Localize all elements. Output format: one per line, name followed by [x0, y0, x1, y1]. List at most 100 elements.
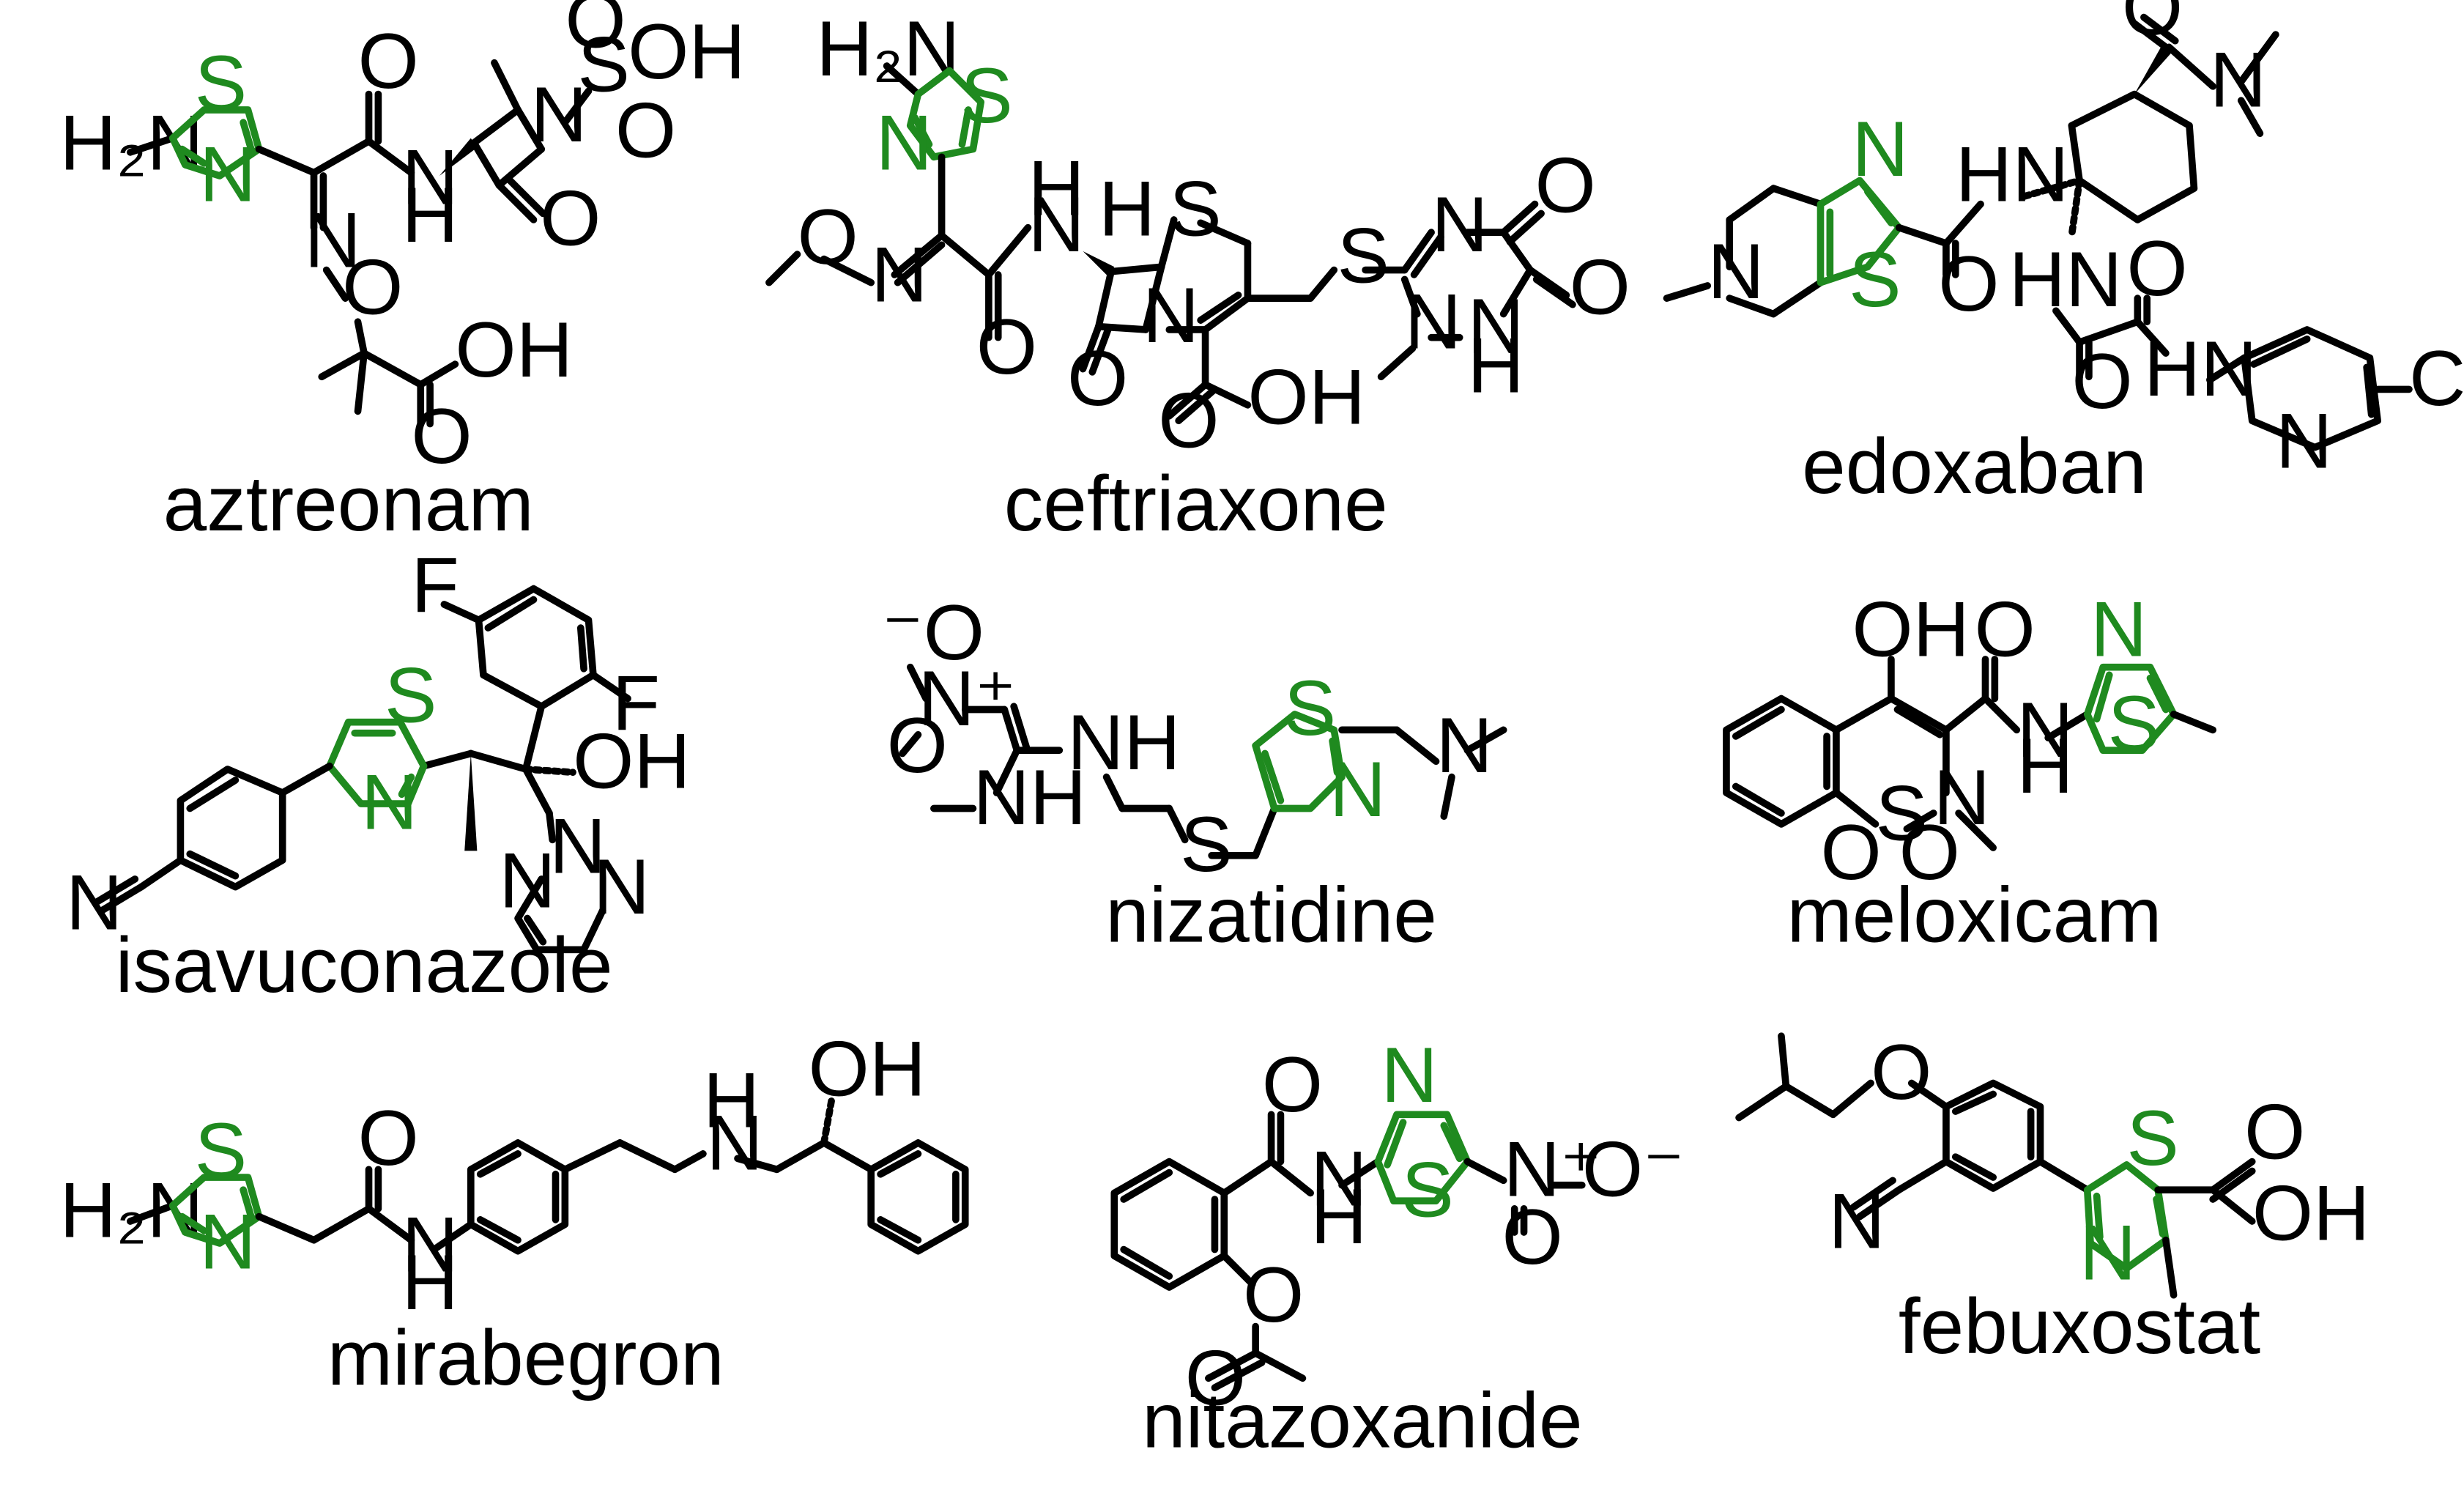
- svg-text:S: S: [1337, 212, 1389, 300]
- svg-text:N: N: [1143, 271, 1199, 359]
- svg-text:N: N: [2276, 397, 2332, 485]
- svg-text:N: N: [402, 133, 459, 221]
- structure-ceftriaxone: H₂N S N N O O N H O N: [765, 4, 1630, 547]
- svg-text:O: O: [1262, 1040, 1323, 1128]
- svg-text:OH: OH: [573, 717, 691, 805]
- svg-text:OH: OH: [628, 7, 746, 95]
- svg-text:N: N: [1329, 745, 1386, 833]
- benzene-ring: [1110, 1158, 1228, 1291]
- svg-text:N: N: [402, 1201, 459, 1289]
- svg-text:N: N: [1852, 105, 1908, 193]
- svg-text:N⁺: N⁺: [1504, 1125, 1602, 1213]
- difluorophenyl-ring: [475, 585, 597, 711]
- beta-lactam-ring: N O: [439, 59, 601, 262]
- molecule-name-mirabegron: mirabegron: [327, 1314, 724, 1401]
- pyridine-ring: N: [2241, 326, 2381, 485]
- svg-text:N: N: [2079, 1208, 2136, 1296]
- svg-text:O: O: [2122, 0, 2183, 51]
- svg-text:H: H: [402, 171, 459, 259]
- svg-text:O: O: [1535, 141, 1596, 229]
- structure-febuxostat: O N S N O OH febuxostat: [1735, 1028, 2370, 1370]
- svg-text:S: S: [1849, 235, 1901, 323]
- svg-text:N: N: [199, 1197, 256, 1285]
- svg-text:O: O: [2244, 1087, 2305, 1175]
- svg-text:H: H: [402, 1238, 459, 1326]
- svg-text:O: O: [1570, 243, 1630, 331]
- svg-text:O: O: [1067, 334, 1128, 422]
- svg-text:S: S: [195, 39, 247, 127]
- svg-text:HN: HN: [1956, 130, 2069, 218]
- svg-text:N: N: [2210, 36, 2266, 124]
- svg-text:N: N: [1028, 180, 1084, 268]
- molecule-name-isavuconazole: isavuconazole: [116, 921, 613, 1009]
- svg-text:F: F: [612, 659, 660, 747]
- svg-text:O: O: [1899, 808, 1960, 896]
- thiazole-ring: S N: [168, 1106, 263, 1285]
- structure-mirabegron: H₂N S N O N H H N OH: [59, 1025, 969, 1401]
- structure-nitazoxanide: O N H N S N⁺ O⁻ O O O nitazoxanide: [1110, 1031, 1685, 1464]
- svg-text:HN: HN: [2009, 235, 2123, 323]
- phenylene-ring: [467, 1139, 569, 1255]
- svg-text:Cl: Cl: [2409, 334, 2464, 422]
- svg-text:O: O: [1243, 1251, 1304, 1338]
- thiazole-ring: S N: [876, 51, 1013, 186]
- svg-text:O: O: [565, 0, 626, 64]
- svg-text:S: S: [1401, 1146, 1453, 1234]
- svg-text:N: N: [1436, 701, 1493, 789]
- svg-text:O: O: [797, 193, 858, 281]
- svg-text:N: N: [876, 98, 932, 186]
- svg-text:H: H: [1099, 164, 1155, 252]
- svg-text:S: S: [578, 20, 630, 108]
- thiazole-ring: N S: [1817, 105, 1909, 323]
- svg-text:NH: NH: [973, 753, 1086, 841]
- svg-text:N: N: [706, 1098, 762, 1186]
- svg-text:OH: OH: [808, 1025, 926, 1113]
- triazine-ring: N N H N O O: [1377, 141, 1630, 410]
- svg-text:O: O: [1185, 1334, 1246, 1422]
- structure-edoxaban: N N S O HN O N HN: [1663, 0, 2464, 510]
- svg-text:O⁻: O⁻: [1582, 1125, 1685, 1213]
- svg-text:HN: HN: [2144, 325, 2257, 412]
- thiazole-ring: N S: [2083, 585, 2178, 767]
- svg-text:N: N: [361, 758, 418, 845]
- svg-text:O: O: [1158, 377, 1219, 464]
- molecule-name-nizatidine: nizatidine: [1105, 871, 1437, 959]
- svg-text:O: O: [1974, 585, 2035, 673]
- svg-text:O: O: [2126, 224, 2187, 312]
- svg-text:O: O: [342, 243, 403, 331]
- svg-text:OH: OH: [455, 305, 573, 393]
- svg-text:⁻O: ⁻O: [882, 588, 984, 676]
- molecule-name-ceftriaxone: ceftriaxone: [1004, 459, 1388, 547]
- svg-text:S: S: [385, 651, 437, 739]
- svg-text:O: O: [1938, 240, 1999, 327]
- svg-text:O: O: [887, 701, 948, 789]
- svg-text:N: N: [2090, 585, 2147, 673]
- molecule-name-meloxicam: meloxicam: [1787, 871, 2162, 959]
- structure-isavuconazole: F F OH N N N S N: [66, 541, 691, 1010]
- svg-text:S: S: [960, 51, 1012, 139]
- svg-text:H: H: [1467, 322, 1524, 410]
- structure-aztreonam: H₂N S N O N H N O O OH: [59, 0, 745, 547]
- structure-meloxicam: OH N S O O O N H N S meloxicam: [1723, 585, 2216, 959]
- svg-text:F: F: [411, 541, 459, 629]
- svg-text:S: S: [1284, 664, 1336, 752]
- svg-text:O: O: [358, 17, 419, 105]
- svg-text:S: S: [195, 1106, 247, 1194]
- cephem-core: O N H S: [1067, 164, 1252, 422]
- svg-text:N: N: [1381, 1031, 1438, 1119]
- svg-text:S: S: [1875, 769, 1927, 856]
- svg-text:N: N: [530, 70, 587, 158]
- triazole-ring: N N: [499, 836, 650, 954]
- svg-text:H₂N: H₂N: [59, 1166, 203, 1253]
- svg-text:S: S: [1180, 800, 1232, 888]
- cyclohexane-ring: [2021, 90, 2198, 240]
- svg-text:N: N: [199, 130, 256, 218]
- svg-text:O: O: [2071, 337, 2132, 425]
- svg-text:N: N: [1828, 1177, 1885, 1264]
- svg-text:N: N: [871, 230, 927, 318]
- svg-text:N: N: [66, 858, 122, 946]
- thiazole-ring: N S: [1374, 1031, 1472, 1234]
- svg-text:S: S: [1169, 164, 1221, 252]
- svg-text:O: O: [1821, 808, 1882, 896]
